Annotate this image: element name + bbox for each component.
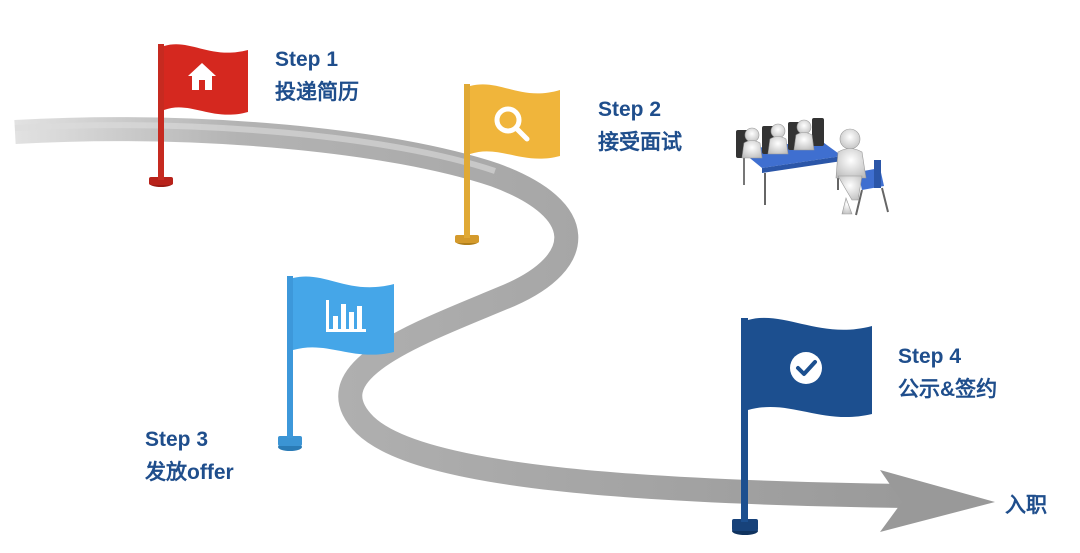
step-1-title: 投递简历 (275, 80, 359, 104)
step-2-title: 接受面试 (598, 130, 682, 154)
step-2-number: Step 2 (598, 98, 662, 121)
step-1-label: Step 1 投递简历 (275, 44, 359, 109)
bar-chart-icon (326, 300, 366, 332)
check-circle-icon (790, 352, 822, 384)
step-2-label: Step 2 接受面试 (598, 94, 682, 159)
flag-step-3 (278, 276, 394, 451)
step-1-number: Step 1 (275, 48, 339, 71)
step-4-number: Step 4 (898, 345, 962, 368)
flag-step-4 (732, 317, 872, 535)
interview-meeting-illustration (736, 118, 889, 216)
flag-step-1 (149, 44, 248, 187)
flag-cloth-step-2 (470, 84, 560, 159)
step-3-title: 发放offer (145, 460, 234, 484)
step-3-label: Step 3 发放offer (145, 424, 234, 489)
step-3-number: Step 3 (145, 428, 209, 451)
step-4-title: 公示&签约 (898, 377, 998, 401)
search-icon (494, 106, 530, 142)
road-arrow-head (880, 470, 995, 532)
end-label: 入职 (1005, 494, 1047, 517)
road-path (14, 117, 906, 508)
step-4-label: Step 4 公示&签约 (898, 341, 997, 406)
home-icon (188, 63, 216, 90)
flag-step-2 (455, 84, 560, 245)
